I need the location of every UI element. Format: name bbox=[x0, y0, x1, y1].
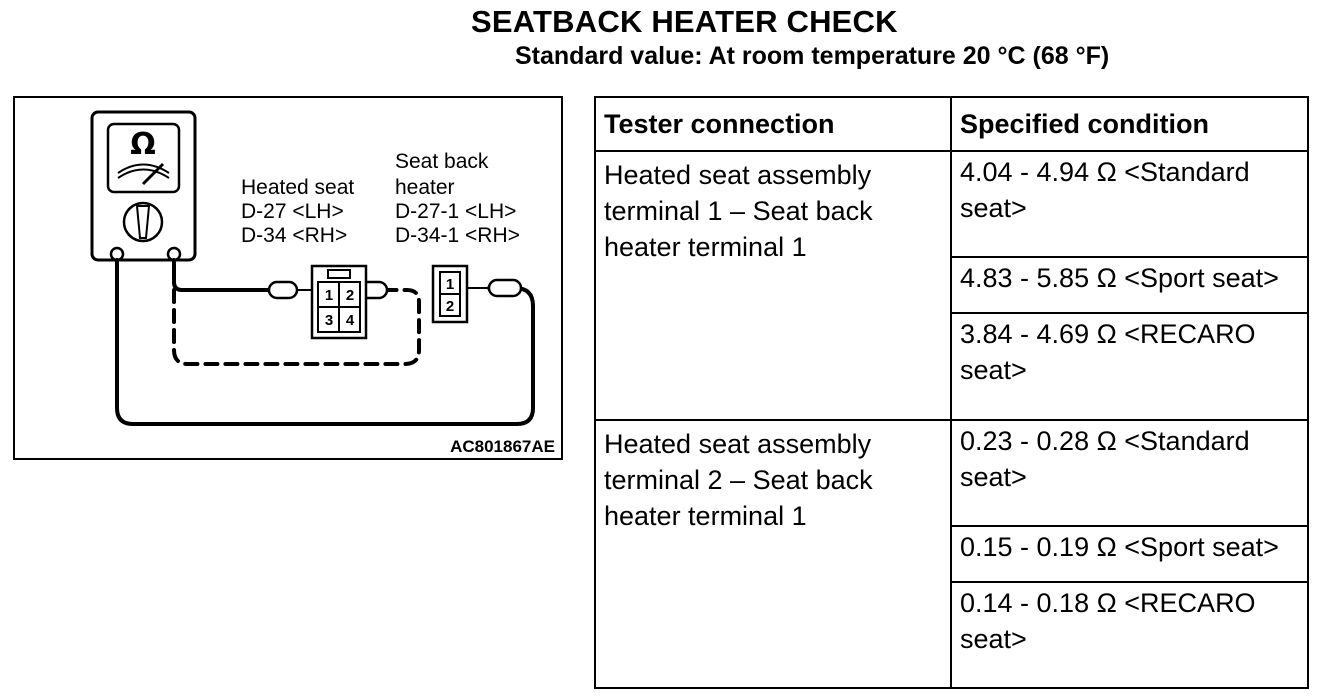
ohm-symbol: Ω bbox=[130, 127, 156, 162]
tester-connection-cell: Heated seat assembly terminal 2 – Seat b… bbox=[594, 418, 952, 689]
specified-condition-cell: 0.14 - 0.18 Ω <RECARO seat> bbox=[950, 580, 1309, 690]
specification-table: Tester connection Specified condition He… bbox=[594, 96, 1309, 690]
connector-labels: Heated seat D-27 <LH> D-34 <RH> Seat bac… bbox=[241, 150, 520, 247]
table-row: 0.15 - 0.19 Ω <Sport seat> bbox=[595, 524, 1309, 583]
connector-b-pin-1: 1 bbox=[446, 276, 454, 293]
table-row: 4.83 - 5.85 Ω <Sport seat> bbox=[595, 256, 1309, 315]
seat-back-heater-connector-icon: 1 2 bbox=[431, 264, 469, 324]
connector-a-pin-2: 2 bbox=[346, 287, 354, 304]
figure-code: AC801867AE bbox=[450, 437, 555, 456]
specified-condition-cell: 0.15 - 0.19 Ω <Sport seat> bbox=[950, 524, 1309, 583]
heated-seat-label-line2: D-27 <LH> bbox=[241, 200, 344, 223]
header-tester-connection: Tester connection bbox=[594, 96, 952, 152]
connector-a-pin-4: 4 bbox=[346, 312, 355, 329]
specified-condition-cell: 4.83 - 5.85 Ω <Sport seat> bbox=[950, 256, 1309, 315]
heated-seat-label-line3: D-34 <RH> bbox=[241, 224, 347, 247]
table-row: 3.84 - 4.69 Ω <RECARO seat> bbox=[595, 312, 1309, 421]
table-row: 0.14 - 0.18 Ω <RECARO seat> bbox=[595, 580, 1309, 690]
wiring-diagram: Ω Heated seat D-27 <LH> D-34 <RH> Seat b… bbox=[13, 96, 563, 460]
seat-back-heater-label-line1: Seat back bbox=[395, 150, 489, 173]
multimeter-icon: Ω bbox=[90, 110, 197, 262]
header-specified-condition: Specified condition bbox=[950, 96, 1309, 152]
seat-back-heater-label-line2: heater bbox=[395, 176, 455, 199]
seat-back-heater-label-line4: D-34-1 <RH> bbox=[395, 224, 520, 247]
connector-b-pin-2: 2 bbox=[446, 298, 454, 315]
connector-a-pin-3: 3 bbox=[325, 312, 333, 329]
specified-condition-cell: 3.84 - 4.69 Ω <RECARO seat> bbox=[950, 312, 1309, 421]
standard-value-subtitle: Standard value: At room temperature 20 °… bbox=[515, 42, 1110, 70]
specified-condition-cell: 0.23 - 0.28 Ω <Standard seat> bbox=[950, 418, 1309, 527]
tester-connection-cell: Heated seat assembly terminal 1 – Seat b… bbox=[594, 150, 952, 421]
table-header-row: Tester connection Specified condition bbox=[594, 96, 1309, 152]
page-title: SEATBACK HEATER CHECK bbox=[471, 4, 898, 39]
heated-seat-connector-icon: 1 2 3 4 bbox=[310, 264, 368, 340]
solid-probe-wire bbox=[115, 258, 535, 426]
table-row: Heated seat assembly terminal 2 – Seat b… bbox=[594, 418, 1309, 689]
connector-a-pin-1: 1 bbox=[325, 287, 333, 304]
specified-condition-cell: 4.04 - 4.94 Ω <Standard seat> bbox=[950, 149, 1309, 259]
probe-wire-to-pin1 bbox=[172, 258, 273, 292]
heated-seat-label-line1: Heated seat bbox=[241, 176, 354, 199]
table-row: Heated seat assembly terminal 1 – Seat b… bbox=[594, 149, 1309, 421]
dashed-probe-wire bbox=[172, 288, 421, 366]
seat-back-heater-label-line3: D-27-1 <LH> bbox=[395, 200, 516, 223]
